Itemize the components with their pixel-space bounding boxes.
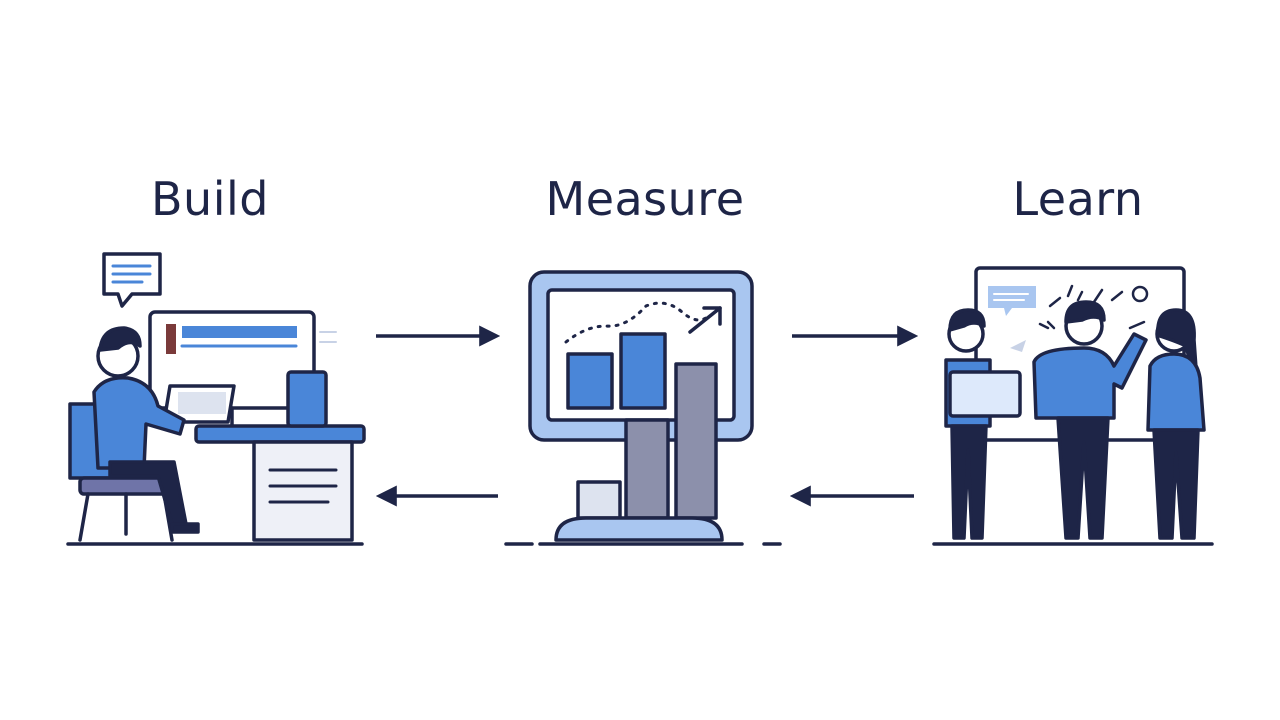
learn-team-whiteboard-icon: [932, 266, 1214, 546]
measure-chart-monitor-icon: [504, 270, 782, 546]
stage-title-build: Build: [151, 172, 269, 226]
stage-title-learn: Learn: [1012, 172, 1144, 226]
flow-arrows: [375, 325, 919, 507]
speech-bubble-icon: [102, 252, 162, 308]
build-workstation-icon: [66, 252, 366, 546]
stage-title-measure: Measure: [545, 172, 745, 226]
